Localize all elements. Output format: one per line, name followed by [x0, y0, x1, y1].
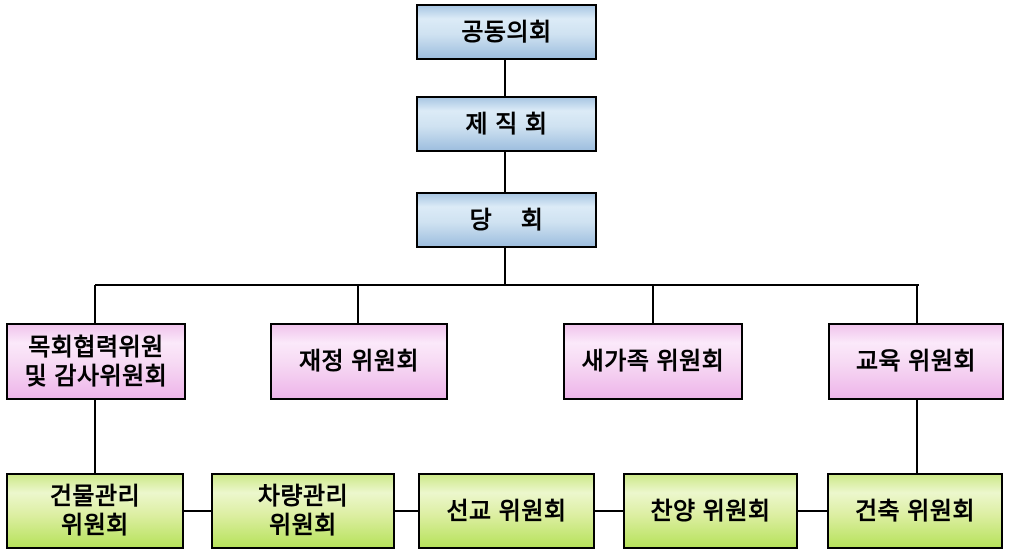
- node-label: 당 회: [469, 206, 544, 234]
- node-label: 재정 위원회: [298, 348, 420, 375]
- node-label: 건축 위원회: [854, 497, 976, 525]
- connector-joint-to-jejik: [504, 59, 506, 97]
- connector-drop-newfamily: [652, 285, 654, 324]
- node-label: 및 감사위원회: [24, 362, 168, 390]
- connector-drop-pastoral: [94, 285, 96, 324]
- connector-danghoe-to-trunk: [504, 247, 506, 286]
- connector-mission-praise: [594, 510, 624, 512]
- node-building-management-committee: 건물관리 위원회: [6, 473, 184, 549]
- node-label: 공동의회: [461, 18, 552, 46]
- node-label: 위원회: [269, 512, 337, 539]
- connector-vehicle-mission: [394, 510, 419, 512]
- node-label: 위원회: [61, 512, 129, 539]
- node-session: 당 회: [416, 192, 597, 248]
- node-mission-committee: 선교 위원회: [418, 473, 595, 549]
- connector-pastoral-to-building: [94, 399, 96, 474]
- node-finance-committee: 재정 위원회: [270, 323, 448, 400]
- node-label: 찬양 위원회: [650, 497, 771, 525]
- node-label: 건물관리: [49, 483, 141, 510]
- connector-jejik-to-danghoe: [504, 151, 506, 193]
- node-label: 목회협력위원: [28, 333, 164, 361]
- node-construction-committee: 건축 위원회: [827, 473, 1003, 549]
- node-education-committee: 교육 위원회: [828, 323, 1004, 400]
- connector-praise-construction: [797, 510, 828, 512]
- node-label: 제 직 회: [465, 110, 548, 138]
- node-label: 차량관리: [257, 483, 349, 510]
- connector-education-to-construction: [916, 399, 918, 474]
- node-new-family-committee: 새가족 위원회: [563, 323, 743, 400]
- node-praise-committee: 찬양 위원회: [623, 473, 798, 549]
- node-vehicle-management-committee: 차량관리 위원회: [211, 473, 395, 549]
- node-joint-assembly: 공동의회: [416, 4, 597, 60]
- node-label: 새가족 위원회: [581, 348, 725, 375]
- node-label: 교육 위원회: [855, 348, 977, 375]
- connector-trunk: [95, 284, 919, 286]
- connector-drop-education: [916, 285, 918, 324]
- node-pastoral-cooperation-audit-committee: 목회협력위원 및 감사위원회: [6, 323, 186, 400]
- node-label: 선교 위원회: [446, 497, 567, 525]
- node-deacons-board: 제 직 회: [416, 96, 597, 152]
- connector-drop-finance: [357, 285, 359, 324]
- connector-building-vehicle: [183, 510, 212, 512]
